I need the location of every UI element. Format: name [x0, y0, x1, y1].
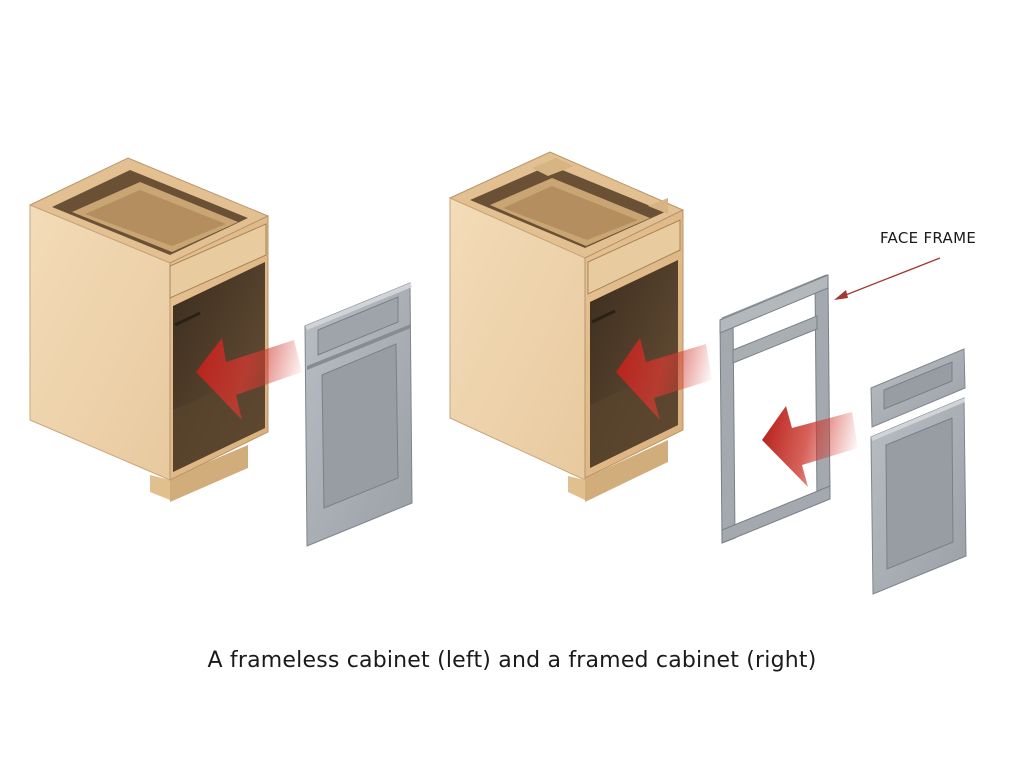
face-frame — [719, 274, 858, 544]
frameless-cabinet — [28, 157, 302, 502]
face-frame-label: FACE FRAME — [880, 229, 977, 247]
frameless-door — [304, 282, 413, 547]
drawer-front — [587, 219, 681, 295]
drawer-front — [169, 223, 267, 299]
framed-door — [870, 348, 967, 595]
framed-cabinet — [448, 151, 712, 502]
face-frame-leader — [834, 257, 941, 300]
insert-arrow-frame — [616, 338, 712, 420]
insert-arrow-door — [762, 406, 858, 487]
figure-caption: A frameless cabinet (left) and a framed … — [207, 648, 817, 673]
insert-arrow-left — [196, 338, 302, 420]
toe-kick — [150, 475, 170, 500]
